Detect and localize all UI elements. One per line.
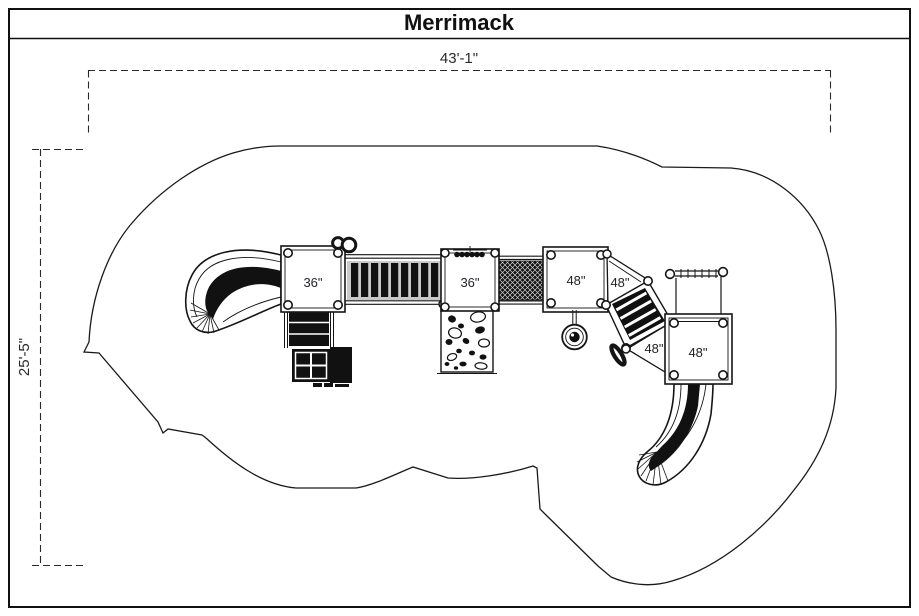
deck-label: 36" bbox=[460, 275, 479, 290]
deck-36-middle: 36" bbox=[440, 246, 500, 312]
deck-36-left: 36" bbox=[280, 245, 346, 313]
slide-flare-hatch bbox=[189, 302, 220, 335]
entry-stairs-icon bbox=[284, 310, 334, 348]
width-dimension: 43'-1" bbox=[87, 50, 832, 136]
height-dimension: 25'-5" bbox=[16, 148, 84, 567]
deck-48-right: 48" bbox=[664, 313, 733, 385]
double-steering-wheel-icon bbox=[331, 236, 358, 254]
net-crossing-icon bbox=[496, 255, 546, 305]
height-dimension-label: 25'-5" bbox=[16, 338, 33, 376]
deck-label: 48" bbox=[566, 273, 585, 288]
right-wave-slide-icon bbox=[636, 383, 714, 486]
deck-48-main: 48" bbox=[542, 246, 609, 313]
deck-label: 48" bbox=[610, 275, 629, 290]
spinner-pole-icon bbox=[561, 310, 588, 351]
angled-rung-bridge-icon bbox=[600, 275, 677, 353]
bridge-rungs bbox=[615, 291, 662, 337]
bar-ticks bbox=[680, 269, 717, 278]
overhead-bar-climber-icon bbox=[664, 266, 729, 315]
ship-wheel-icon bbox=[609, 343, 631, 367]
bridge-slats bbox=[351, 263, 439, 297]
rock-holds bbox=[444, 311, 491, 370]
deck-label: 36" bbox=[303, 275, 322, 290]
bongo-panel-icon bbox=[453, 246, 487, 258]
clatter-bridge-icon bbox=[345, 254, 443, 305]
activity-panels-icon bbox=[292, 347, 352, 387]
deck-label: 48" bbox=[644, 341, 663, 356]
deck-label: 48" bbox=[688, 345, 707, 360]
sheet-title: Merrimack bbox=[404, 10, 515, 35]
deck-48-triangle-upper: 48" bbox=[602, 249, 652, 308]
slide-flare-hatch bbox=[636, 451, 669, 486]
width-dimension-label: 43'-1" bbox=[440, 50, 478, 67]
left-wave-slide-icon bbox=[184, 249, 282, 335]
